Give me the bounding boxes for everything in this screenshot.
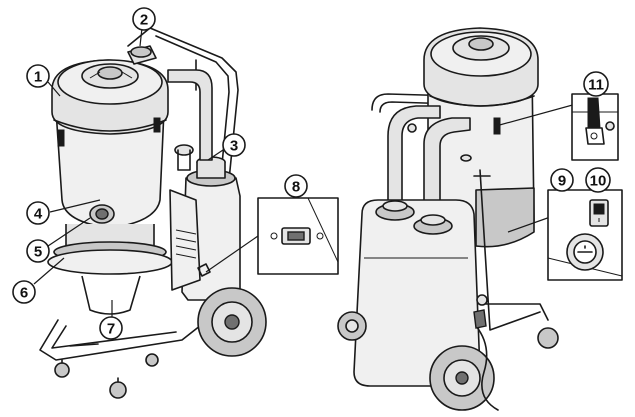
callout-label: 4 bbox=[34, 206, 43, 223]
callout-label: 5 bbox=[34, 244, 42, 261]
switch-detail-front bbox=[257, 197, 339, 275]
callout-1: 1 bbox=[26, 64, 50, 88]
switch-detail-rear bbox=[547, 189, 623, 281]
callout-4: 4 bbox=[26, 201, 50, 225]
callout-7: 7 bbox=[99, 316, 123, 340]
callout-9: 9 bbox=[550, 168, 574, 192]
callout-label: 10 bbox=[590, 173, 607, 190]
callout-label: 11 bbox=[588, 77, 604, 94]
callout-3: 3 bbox=[222, 133, 246, 157]
latch-detail bbox=[571, 93, 619, 161]
callout-6: 6 bbox=[12, 280, 36, 304]
callout-label: 8 bbox=[292, 179, 300, 196]
callout-label: 9 bbox=[558, 173, 566, 190]
callout-5: 5 bbox=[26, 239, 50, 263]
callout-10: 10 bbox=[585, 167, 611, 193]
front-view-unit bbox=[33, 27, 267, 399]
callout-label: 3 bbox=[230, 138, 238, 155]
rear-view-unit bbox=[337, 27, 599, 411]
callout-label: 7 bbox=[107, 321, 115, 338]
callout-label: 6 bbox=[20, 285, 28, 302]
callout-11: 11 bbox=[583, 71, 609, 97]
callout-8: 8 bbox=[284, 174, 308, 198]
callout-label: 2 bbox=[140, 12, 148, 29]
callout-label: 1 bbox=[34, 69, 42, 86]
callout-2: 2 bbox=[132, 7, 156, 31]
